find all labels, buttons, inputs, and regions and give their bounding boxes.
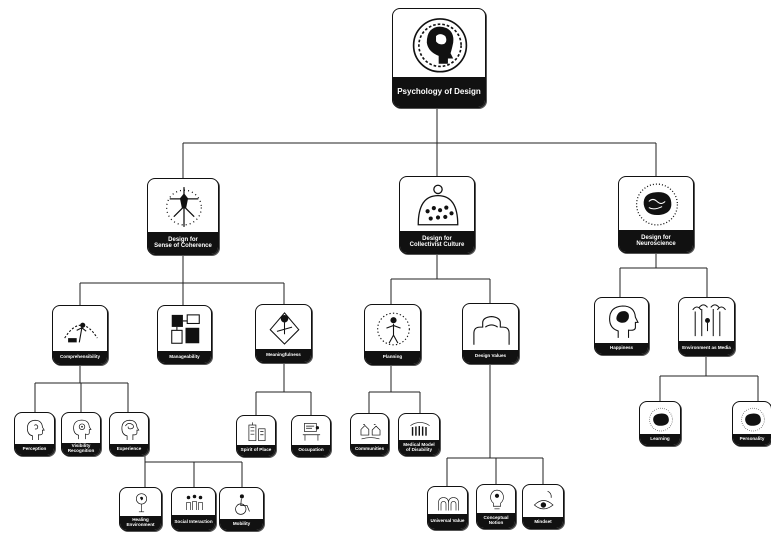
people-group-icon [186, 494, 203, 510]
node-planning: Planning [364, 304, 421, 365]
node-manageability: Manageability [157, 305, 212, 364]
node-personality: Personality [732, 401, 771, 446]
node-design-for-neuroscience: Design for Neuroscience [618, 176, 694, 253]
node-label: Spirit of Place [237, 445, 275, 456]
head-silhouette-icon [609, 305, 639, 338]
node-label: Conceptual Notion [477, 513, 515, 528]
node-happiness: Happiness [594, 297, 649, 355]
node-mobility: Mobility [219, 487, 264, 531]
node-psychology-of-design: Psychology of Design [392, 8, 486, 108]
node-medical-model-of-disability: Medical Model of Disability [398, 413, 440, 456]
node-meaningfulness: Meaningfulness [255, 304, 312, 363]
node-label: Personality [733, 434, 771, 445]
node-social-interaction: Social Interaction [171, 487, 216, 531]
node-label: Social Interaction [172, 515, 215, 530]
node-design-for-sense-of-coherence: Design for Sense of Coherence [147, 178, 219, 255]
lightbulb-icon [490, 489, 504, 510]
head-listening-icon [27, 419, 45, 440]
desk-figure-icon [302, 423, 321, 441]
node-label: Comprehensibility [53, 351, 107, 364]
node-label: Perception [15, 444, 54, 455]
arches-icon [438, 497, 459, 511]
node-label: Learning [640, 434, 680, 445]
head-brain-icon [412, 18, 468, 73]
node-label: Medical Model of Disability [399, 440, 439, 455]
node-learning: Learning [639, 401, 681, 446]
node-environment-as-media: Environment as Media [678, 297, 735, 356]
node-label: Experience [110, 444, 148, 455]
node-label: Communities [351, 444, 388, 455]
node-label: Design for Neuroscience [619, 230, 693, 252]
node-label: Planning [365, 351, 420, 364]
node-label: Visibility Recognition [62, 443, 100, 455]
dome-crowd-icon [417, 184, 459, 226]
node-spirit-of-place: Spirit of Place [236, 415, 276, 457]
cross-network-icon [166, 187, 202, 227]
node-experience: Experience [109, 412, 149, 456]
node-label: Design for Sense of Coherence [148, 232, 218, 254]
head-target-icon [73, 419, 92, 440]
node-label: Happiness [595, 343, 648, 354]
building-figure-icon [248, 422, 266, 442]
blocks-icon [171, 314, 200, 344]
node-universal-value: Universal Value [427, 486, 468, 530]
city-skyline-icon [473, 316, 510, 345]
node-mindset: Mindset [522, 484, 564, 529]
eye-head-icon [533, 490, 554, 510]
map-pin-icon [269, 312, 300, 345]
node-label: Environment as Media [679, 341, 734, 355]
head-swirl-icon [121, 419, 140, 440]
node-healing-environment: Healing Environment [119, 487, 162, 531]
node-label: Psychology of Design [393, 77, 485, 107]
crowd-icon [410, 422, 430, 436]
brain-icon [635, 183, 679, 226]
wheelchair-icon [235, 494, 250, 515]
houses-icon [360, 424, 381, 440]
node-label: Design for Collectivist Culture [400, 231, 474, 253]
node-communities: Communities [350, 413, 389, 456]
node-label: Mindset [523, 517, 563, 528]
gauge-figure-icon [64, 322, 98, 343]
node-label: Occupation [292, 445, 330, 456]
node-label: Mobility [220, 519, 263, 530]
node-design-values: Design Values [462, 303, 519, 364]
node-label: Universal Value [428, 514, 467, 529]
node-label: Design Values [463, 350, 518, 363]
node-label: Meaningfulness [256, 349, 311, 362]
node-occupation: Occupation [291, 415, 331, 457]
node-label: Healing Environment [120, 516, 161, 530]
node-conceptual-notion: Conceptual Notion [476, 484, 516, 529]
node-comprehensibility: Comprehensibility [52, 305, 108, 365]
node-design-for-collectivist-culture: Design for Collectivist Culture [399, 176, 475, 254]
brain-network-icon [649, 407, 673, 432]
figure-circle-icon [377, 312, 410, 346]
tree-figure-icon [135, 493, 148, 513]
node-visibility-recognition: Visibility Recognition [61, 412, 101, 456]
node-perception: Perception [14, 412, 55, 456]
node-label: Manageability [158, 351, 211, 363]
brain-network-icon [741, 407, 765, 432]
forest-figure-icon [692, 304, 726, 337]
